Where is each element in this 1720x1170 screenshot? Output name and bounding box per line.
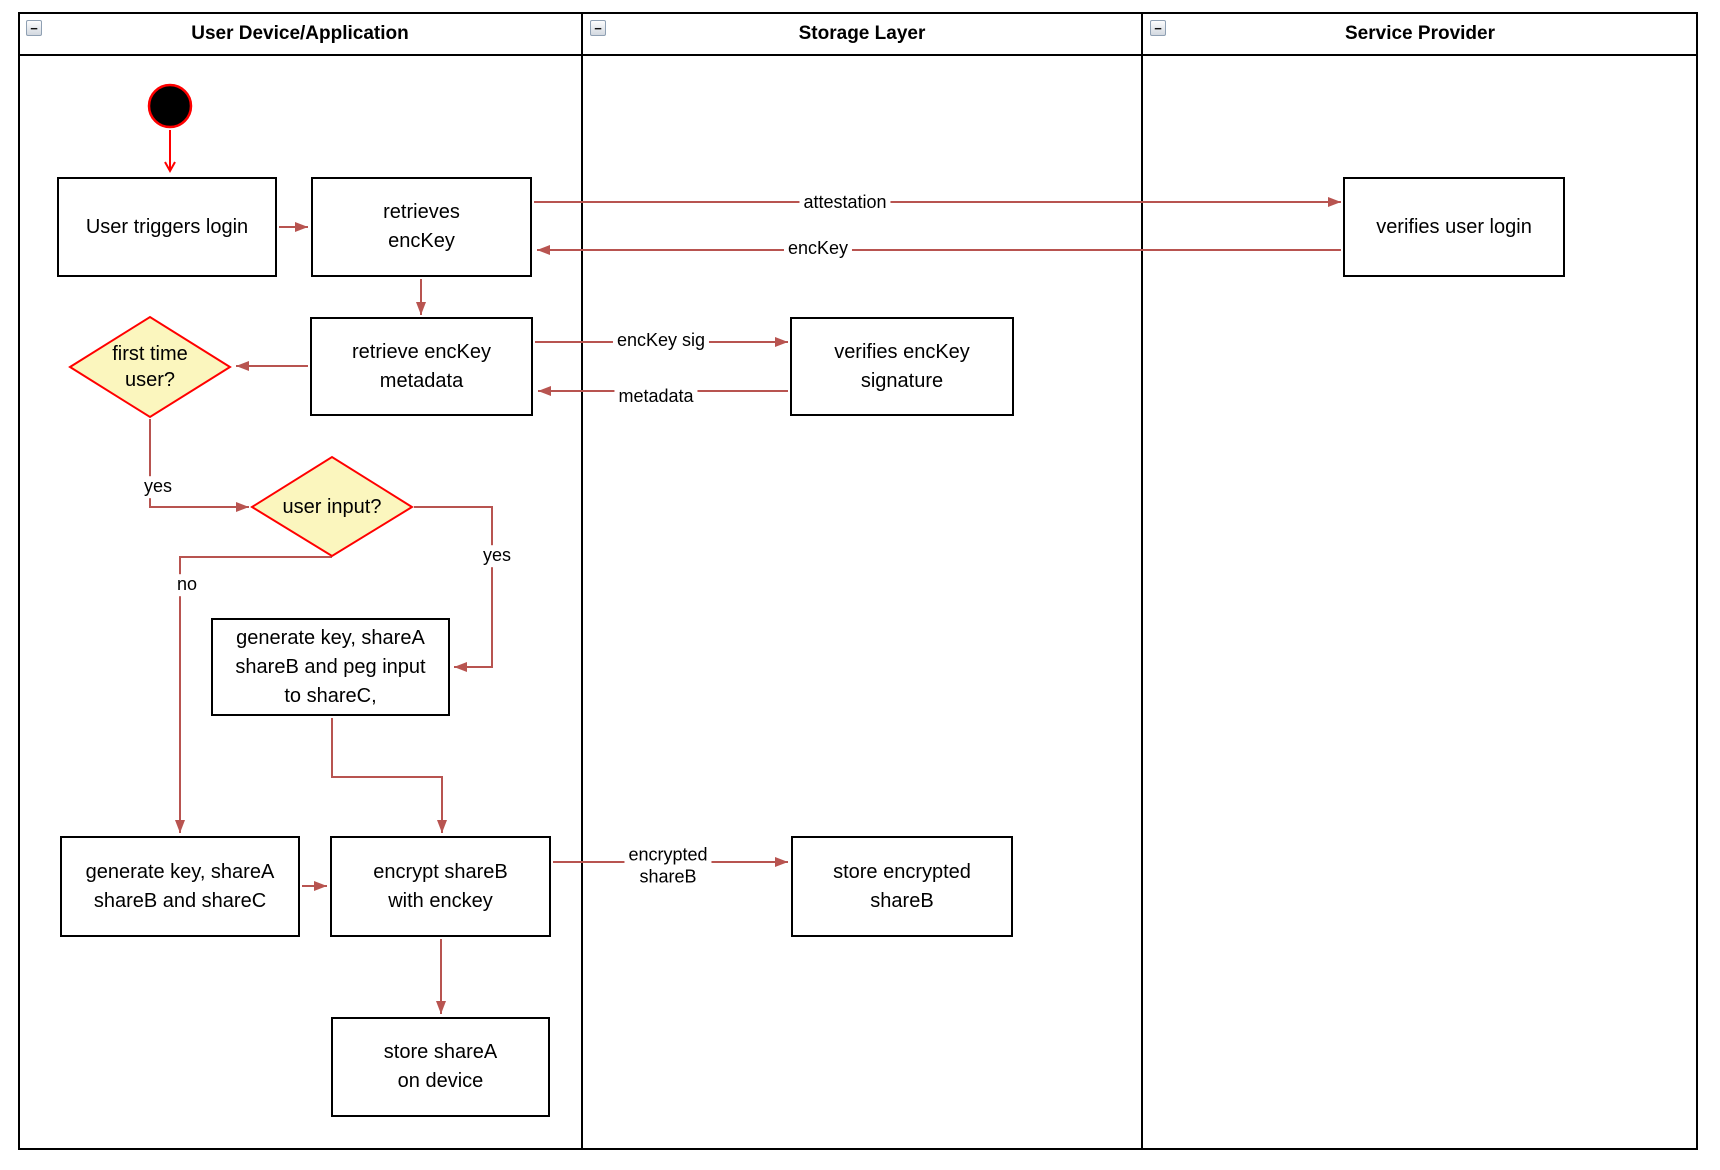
lane-title-storage-layer[interactable]: Storage Layer bbox=[798, 23, 926, 44]
node-generate-key-peg-input[interactable]: generate key, shareA shareB and peg inpu… bbox=[211, 618, 450, 716]
decision-first-time-user-label: first time user? bbox=[112, 343, 188, 391]
decision-first-time-user[interactable] bbox=[68, 315, 232, 419]
node-store-encrypted-shareb[interactable]: store encrypted shareB bbox=[791, 836, 1013, 937]
start-node[interactable] bbox=[147, 83, 193, 129]
lane-header-divider bbox=[18, 54, 1698, 56]
lane-title-user-device[interactable]: User Device/Application bbox=[191, 23, 409, 44]
edge-label-yes-first-time[interactable]: yes bbox=[139, 476, 177, 498]
lane-divider-1 bbox=[581, 12, 583, 1150]
edge-peg-to-encrypt[interactable] bbox=[331, 718, 447, 833]
node-retrieves-enckey[interactable]: retrieves encKey bbox=[311, 177, 532, 277]
edge-label-metadata[interactable]: metadata bbox=[614, 386, 698, 408]
lane-divider-2 bbox=[1141, 12, 1143, 1150]
minus-icon: − bbox=[594, 20, 602, 36]
collapse-icon[interactable]: − bbox=[1150, 20, 1166, 36]
edge-userinput-yes[interactable] bbox=[414, 506, 493, 672]
collapse-icon[interactable]: − bbox=[26, 20, 42, 36]
edge-label-enckey-sig[interactable]: encKey sig bbox=[612, 330, 710, 352]
edge-firsttime-yes[interactable] bbox=[149, 419, 249, 512]
decision-user-input[interactable] bbox=[250, 455, 414, 558]
node-verifies-enckey-signature[interactable]: verifies encKey signature bbox=[790, 317, 1014, 416]
minus-icon: − bbox=[30, 20, 38, 36]
collapse-icon[interactable]: − bbox=[590, 20, 606, 36]
node-encrypt-shareb[interactable]: encrypt shareB with enckey bbox=[330, 836, 551, 937]
decisions bbox=[68, 315, 414, 558]
node-generate-key-sharec[interactable]: generate key, shareA shareB and shareC bbox=[60, 836, 300, 937]
start-group bbox=[147, 83, 193, 174]
edge-userinput-no[interactable] bbox=[175, 556, 332, 833]
node-verifies-user-login[interactable]: verifies user login bbox=[1343, 177, 1565, 277]
node-retrieve-enckey-metadata[interactable]: retrieve encKey metadata bbox=[310, 317, 533, 416]
decision-user-input-label: user input? bbox=[282, 496, 382, 518]
node-user-triggers-login[interactable]: User triggers login bbox=[57, 177, 277, 277]
edge-label-yes-user-input[interactable]: yes bbox=[478, 545, 516, 567]
swimlane-pool bbox=[18, 12, 1698, 1150]
edge-label-encrypted-shareb[interactable]: encrypted shareB bbox=[624, 844, 712, 888]
edge-label-no-user-input[interactable]: no bbox=[172, 574, 202, 596]
node-store-sharea[interactable]: store shareA on device bbox=[331, 1017, 550, 1117]
edge-label-enckey[interactable]: encKey bbox=[783, 238, 853, 260]
lane-title-service-provider[interactable]: Service Provider bbox=[1345, 23, 1495, 44]
minus-icon: − bbox=[1154, 20, 1162, 36]
edge-label-attestation[interactable]: attestation bbox=[799, 192, 891, 214]
